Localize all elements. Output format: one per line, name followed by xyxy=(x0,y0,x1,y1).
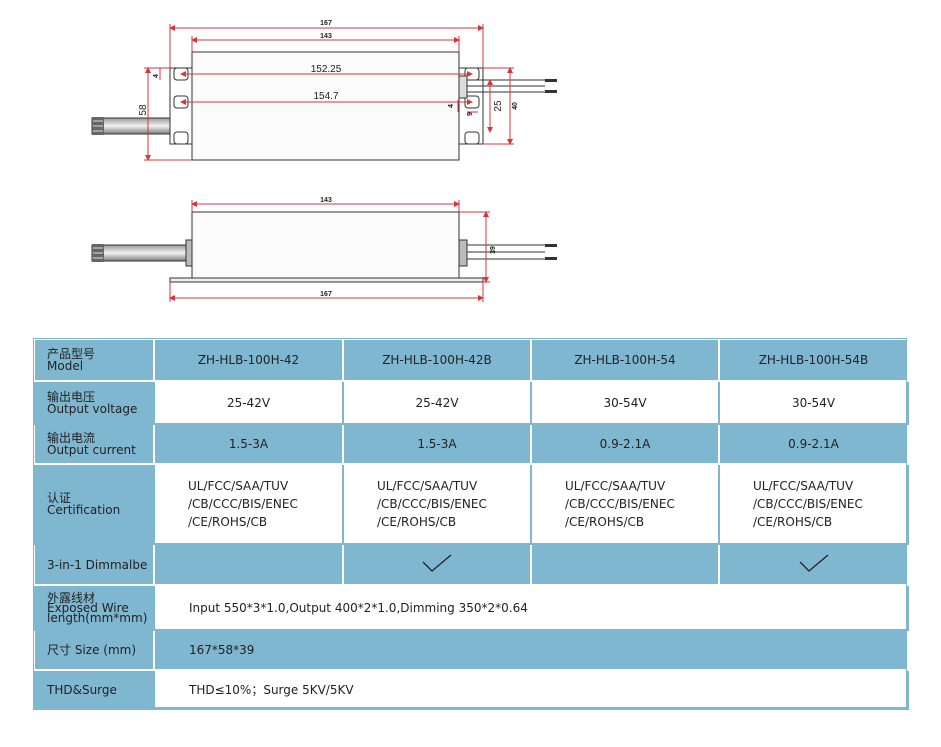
cert-line: UL/FCC/SAA/TUV xyxy=(188,479,289,493)
row-label: THD&Surge xyxy=(33,669,155,710)
current-cell: 1.5-3A xyxy=(342,423,532,465)
certification-cell: UL/FCC/SAA/TUV /CB/CCC/BIS/ENEC /CE/ROHS… xyxy=(153,463,344,545)
label-en: Exposed Wire xyxy=(47,600,129,615)
cert-line: /CB/CCC/BIS/ENEC xyxy=(565,497,675,511)
row-label: 外露线材 Exposed Wire length(mm*mm) xyxy=(33,584,155,631)
dim-body-width: 40 xyxy=(512,102,519,110)
cert-line: /CE/ROHS/CB xyxy=(188,515,268,529)
top-view: 167 143 152.25 154.7 58 4 4 9 25 40 xyxy=(91,20,557,161)
table-row-thd-surge: THD&Surge THD≤10%；Surge 5KV/5KV xyxy=(33,669,909,710)
cert-line: /CE/ROHS/CB xyxy=(753,515,833,529)
side-view: 143 167 39 xyxy=(91,197,557,302)
cert-line: UL/FCC/SAA/TUV xyxy=(377,479,478,493)
row-label: 3-in-1 Dimmalbe xyxy=(33,543,155,586)
current-cell: 1.5-3A xyxy=(153,423,344,465)
dim-slot-width-right: 4 xyxy=(448,104,455,108)
cert-line: UL/FCC/SAA/TUV xyxy=(565,479,666,493)
dimmable-cell xyxy=(153,543,344,586)
dim-side-body-length: 143 xyxy=(320,197,332,204)
cert-line: /CB/CCC/BIS/ENEC xyxy=(753,497,863,511)
table-row-certification: 认证 Certification UL/FCC/SAA/TUV /CB/CCC/… xyxy=(33,463,909,545)
exposed-wire-value: Input 550*3*1.0,Output 400*2*1.0,Dimming… xyxy=(153,584,909,631)
row-label: 输出电压 Output voltage xyxy=(33,380,155,425)
voltage-cell: 25-42V xyxy=(153,380,344,425)
dim-body-length: 143 xyxy=(320,33,332,40)
voltage-cell: 30-54V xyxy=(530,380,720,425)
cert-line: /CB/CCC/BIS/ENEC xyxy=(188,497,298,511)
label-cn: 输出电流 xyxy=(47,431,96,445)
model-cell: ZH-HLB-100H-54 xyxy=(530,338,720,382)
label-cn: 输出电压 xyxy=(47,389,96,404)
dim-hole-pitch-inner: 152.25 xyxy=(311,64,342,75)
cert-line: /CE/ROHS/CB xyxy=(377,515,457,529)
cert-line: /CB/CCC/BIS/ENEC xyxy=(377,497,487,511)
label-en: Model xyxy=(47,359,84,373)
table-row-output-current: 输出电流 Output current 1.5-3A 1.5-3A 0.9-2.… xyxy=(33,423,909,465)
cert-line: /CE/ROHS/CB xyxy=(565,515,645,529)
spec-table: 产品型号 Model ZH-HLB-100H-42 ZH-HLB-100H-42… xyxy=(33,338,909,710)
checkmark-icon xyxy=(799,554,828,572)
table-row-size: 尺寸 Size (mm) 167*58*39 xyxy=(33,629,909,671)
cert-line: UL/FCC/SAA/TUV xyxy=(753,479,854,493)
model-cell: ZH-HLB-100H-54B xyxy=(718,338,909,382)
table-row-exposed-wire: 外露线材 Exposed Wire length(mm*mm) Input 55… xyxy=(33,584,909,631)
dim-overall-length: 167 xyxy=(320,20,332,27)
table-row-model: 产品型号 Model ZH-HLB-100H-42 ZH-HLB-100H-42… xyxy=(33,338,909,382)
checkmark-icon xyxy=(422,554,452,572)
dim-side-base-length: 167 xyxy=(320,291,332,298)
dim-slot-center: 25 xyxy=(493,100,504,112)
size-value: 167*58*39 xyxy=(153,629,909,671)
current-cell: 0.9-2.1A xyxy=(718,423,909,465)
label-en: Output voltage xyxy=(47,401,138,416)
dim-hole-pitch-outer: 154.7 xyxy=(313,91,338,102)
row-label: 产品型号 Model xyxy=(33,338,155,382)
label-en: Certification xyxy=(47,503,121,517)
current-cell: 0.9-2.1A xyxy=(530,423,720,465)
row-label: 认证 Certification xyxy=(33,463,155,545)
label-cn: 产品型号 xyxy=(47,347,96,361)
row-label: 输出电流 Output current xyxy=(33,423,155,465)
certification-cell: UL/FCC/SAA/TUV /CB/CCC/BIS/ENEC /CE/ROHS… xyxy=(718,463,909,545)
dimmable-cell xyxy=(718,543,909,586)
model-cell: ZH-HLB-100H-42B xyxy=(342,338,532,382)
table-row-dimmable: 3-in-1 Dimmalbe xyxy=(33,543,909,586)
label-en: length(mm*mm) xyxy=(47,610,148,625)
voltage-cell: 25-42V xyxy=(342,380,532,425)
label-cn: 外露线材 xyxy=(47,590,96,605)
row-label: 尺寸 Size (mm) xyxy=(33,629,155,671)
certification-cell: UL/FCC/SAA/TUV /CB/CCC/BIS/ENEC /CE/ROHS… xyxy=(530,463,720,545)
voltage-cell: 30-54V xyxy=(718,380,909,425)
dimmable-cell xyxy=(342,543,532,586)
thd-surge-value: THD≤10%；Surge 5KV/5KV xyxy=(153,669,909,710)
label-en: Output current xyxy=(47,443,136,457)
dimmable-cell xyxy=(530,543,720,586)
dimension-drawing: 167 143 152.25 154.7 58 4 4 9 25 40 xyxy=(91,20,557,302)
dim-slot-small: 9 xyxy=(467,112,474,116)
model-cell: ZH-HLB-100H-42 xyxy=(153,338,344,382)
dim-slot-width-left: 4 xyxy=(153,74,160,78)
table-row-output-voltage: 输出电压 Output voltage 25-42V 25-42V 30-54V… xyxy=(33,380,909,425)
certification-cell: UL/FCC/SAA/TUV /CB/CCC/BIS/ENEC /CE/ROHS… xyxy=(342,463,532,545)
label-cn: 认证 xyxy=(47,491,72,505)
dim-side-height: 39 xyxy=(490,246,497,254)
dim-width: 58 xyxy=(138,104,149,116)
